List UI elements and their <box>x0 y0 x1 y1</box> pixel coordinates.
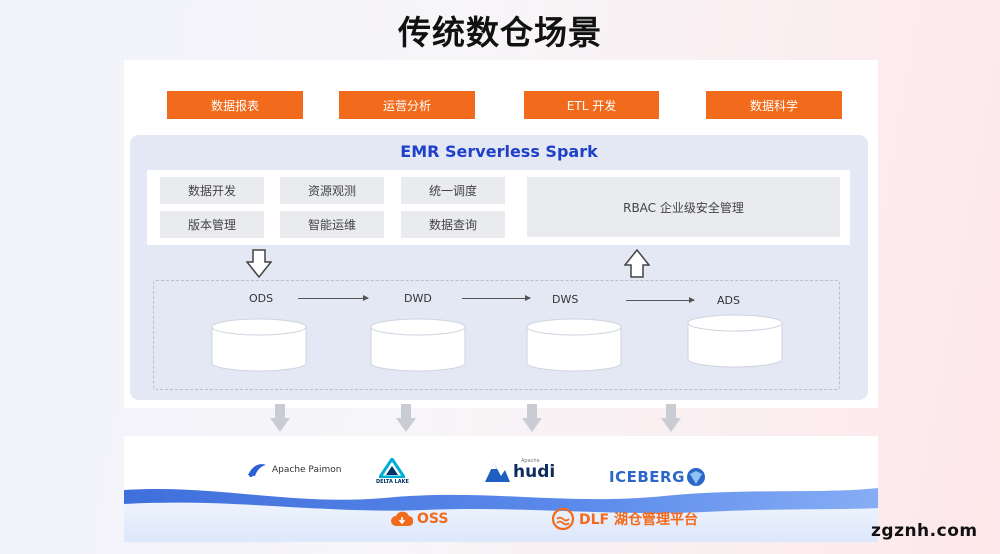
layer-label-dwd: DWD <box>404 292 432 305</box>
flow-arrow-dwd-dws <box>462 295 531 301</box>
cloud-storage-icon <box>391 511 413 527</box>
ods-database-icon <box>211 318 307 372</box>
dlf-logo: DLF 湖仓管理平台 <box>551 507 698 531</box>
data-layers-area <box>153 280 840 390</box>
page-title: 传统数仓场景 <box>398 13 602 52</box>
feature-query: 数据查询 <box>401 211 505 238</box>
oss-logo: OSS <box>391 510 448 528</box>
lake-wave-background <box>124 488 878 542</box>
apache-paimon-logo: Apache Paimon <box>247 462 341 478</box>
dwd-database-icon <box>370 318 466 372</box>
feature-version: 版本管理 <box>160 211 264 238</box>
delta-lake-logo: DELTA LAKE <box>376 458 409 485</box>
ads-database-icon <box>687 314 783 368</box>
dlf-lake-icon <box>551 507 575 531</box>
data-lake-panel <box>124 436 878 542</box>
iceberg-icon <box>686 468 705 486</box>
emr-title: EMR Serverless Spark <box>400 142 598 161</box>
flow-arrow-ods-dwd <box>298 295 369 301</box>
down-hollow-arrow-icon <box>246 249 272 278</box>
feature-ops: 智能运维 <box>280 211 384 238</box>
dws-database-icon <box>526 318 622 372</box>
watermark: zgznh.com <box>871 521 978 541</box>
hudi-icon <box>485 463 510 482</box>
app-box-data-science: 数据科学 <box>706 91 842 119</box>
feature-schedule: 统一调度 <box>401 177 505 204</box>
layer-label-ads: ADS <box>717 294 740 307</box>
app-box-reports: 数据报表 <box>167 91 303 119</box>
down-arrow-icon <box>522 404 542 432</box>
up-hollow-arrow-icon <box>624 249 650 278</box>
down-arrow-icon <box>396 404 416 432</box>
app-box-operations: 运营分析 <box>339 91 475 119</box>
flow-arrow-dws-ads <box>626 297 695 303</box>
app-box-etl: ETL 开发 <box>524 91 659 119</box>
feature-dev: 数据开发 <box>160 177 264 204</box>
layer-label-ods: ODS <box>249 292 274 305</box>
delta-lake-icon <box>379 458 406 478</box>
feature-observe: 资源观测 <box>280 177 384 204</box>
rbac-security-box: RBAC 企业级安全管理 <box>527 177 840 237</box>
down-arrow-icon <box>270 404 290 432</box>
apache-hudi-logo: Apache hudi <box>483 458 555 484</box>
paimon-icon <box>248 464 266 477</box>
down-arrow-icon <box>661 404 681 432</box>
layer-label-dws: DWS <box>552 293 579 306</box>
iceberg-logo: ICEBERG <box>609 467 706 487</box>
